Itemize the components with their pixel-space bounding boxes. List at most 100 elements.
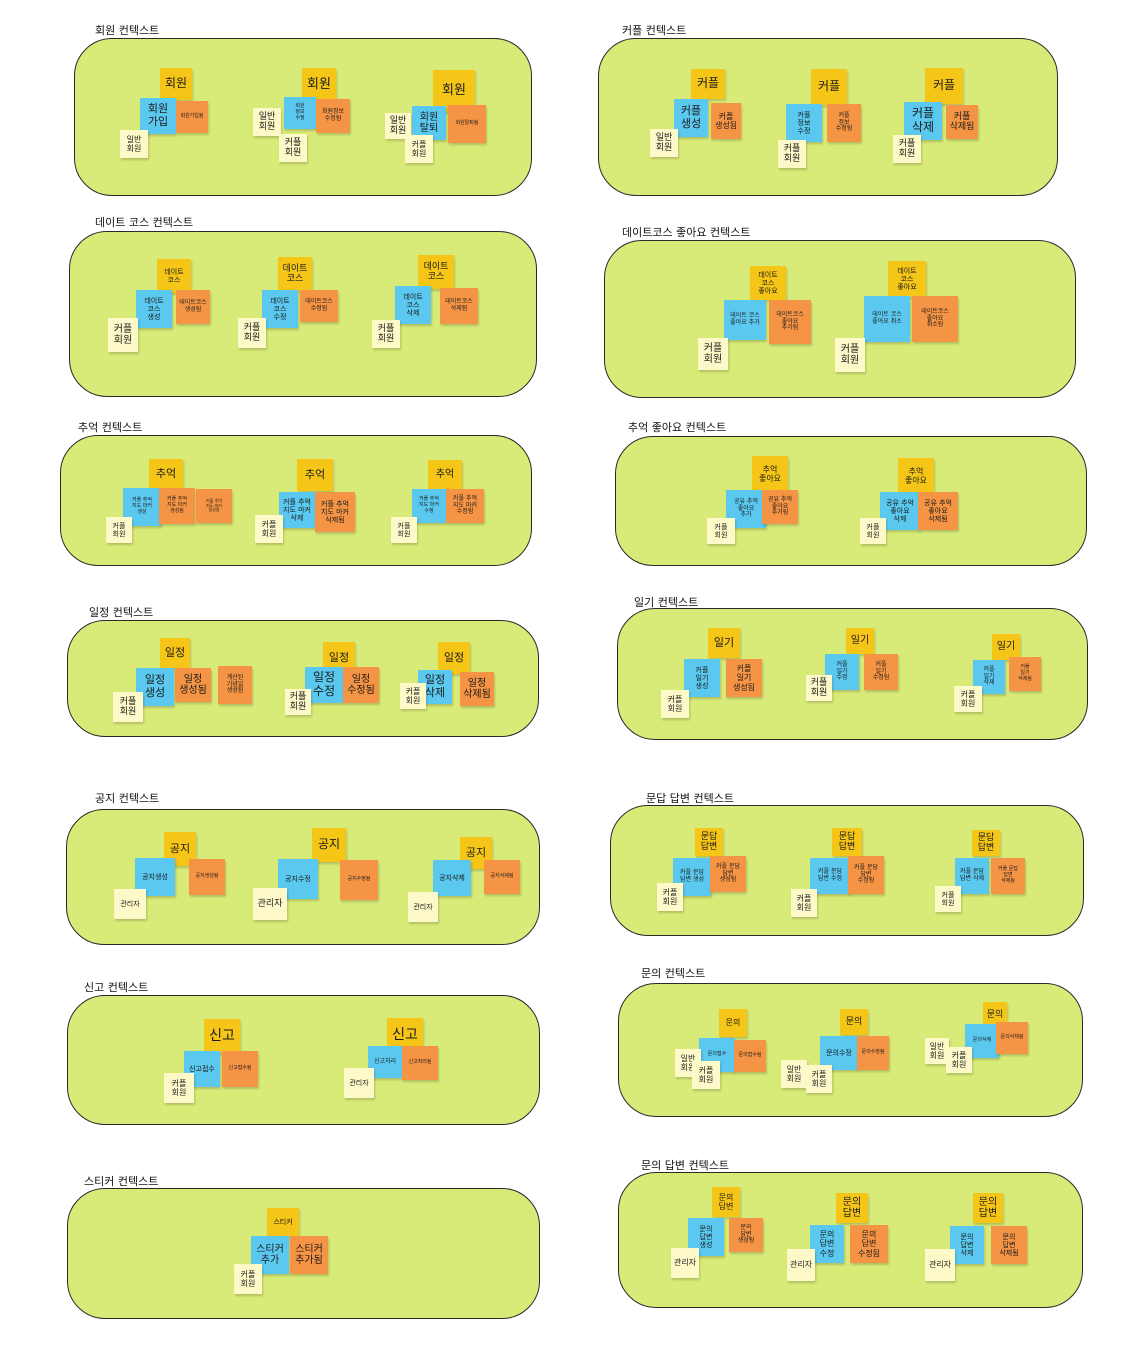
command-note[interactable]: 데이트 코스 수정 (262, 290, 298, 328)
actor-note[interactable]: 커플 회원 (698, 338, 728, 370)
actor-note[interactable]: 커플 회원 (285, 689, 311, 715)
event-note[interactable]: 커플 정보 수정됨 (827, 104, 861, 142)
command-note[interactable]: 커플 추억 지도 마커 수정 (412, 489, 446, 523)
event-note[interactable]: 공유 추억 좋아요 추가됨 (762, 490, 798, 524)
aggregate-note[interactable]: 커플 (691, 69, 725, 99)
command-note[interactable]: 문의 답변 삭제 (950, 1226, 984, 1264)
actor-note[interactable]: 관리자 (671, 1248, 699, 1278)
event-note[interactable]: 신고접수됨 (222, 1051, 258, 1087)
event-note[interactable]: 공지삭제됨 (484, 860, 520, 894)
command-note[interactable]: 일정 수정 (305, 667, 343, 703)
actor-note[interactable]: 커플 회원 (405, 135, 433, 163)
command-note[interactable]: 공지삭제 (433, 860, 471, 896)
aggregate-note[interactable]: 신고 (204, 1019, 240, 1053)
aggregate-note[interactable]: 일기 (992, 634, 1020, 660)
actor-note[interactable]: 커플 회원 (108, 318, 138, 352)
event-note[interactable]: 일정 수정됨 (343, 667, 379, 703)
command-note[interactable]: 커플 정보 수정 (786, 104, 822, 142)
aggregate-note[interactable]: 문의 (719, 1009, 747, 1037)
command-note[interactable]: 문의 답변 수정 (810, 1225, 844, 1263)
event-note[interactable]: 공지생성됨 (189, 859, 225, 895)
event-note[interactable]: 문의접수됨 (734, 1040, 766, 1072)
event-note[interactable]: 커플 일기 삭제됨 (1009, 657, 1041, 691)
aggregate-note[interactable]: 추억 좋아요 (898, 458, 934, 494)
actor-note[interactable]: 관리자 (408, 892, 438, 922)
event-note[interactable]: 커플 추억 지도 마커 생성됨 (159, 488, 195, 524)
event-note[interactable]: 커플 문답 답변 삭제됨 (991, 858, 1025, 894)
aggregate-note[interactable]: 커플 (925, 68, 963, 104)
actor-note[interactable]: 커플 회원 (372, 320, 400, 348)
command-note[interactable]: 일정 생성 (136, 668, 174, 706)
actor-note[interactable]: 커플 회원 (791, 889, 817, 917)
event-note[interactable]: 문의 답변 삭제됨 (991, 1226, 1027, 1264)
aggregate-note[interactable]: 공지 (312, 828, 346, 862)
event-note[interactable]: 커플 추억 지도 마커 삭제됨 (315, 492, 355, 532)
actor-note[interactable]: 관리자 (253, 888, 287, 920)
aggregate-note[interactable]: 회원 (302, 68, 336, 102)
command-note[interactable]: 커플 삭제 (904, 102, 942, 140)
event-note[interactable]: 일정 생성됨 (175, 668, 211, 702)
actor-note[interactable]: 커플 회원 (113, 692, 143, 722)
actor-note[interactable]: 일반 회원 (650, 129, 678, 157)
event-note[interactable]: 데이트코스 생성됨 (176, 290, 210, 324)
event-note[interactable]: 데이트코스 좋아요 취소됨 (912, 296, 958, 342)
actor-note[interactable]: 커플 회원 (164, 1073, 194, 1103)
aggregate-note[interactable]: 데이트 코스 좋아요 (888, 261, 926, 297)
event-note[interactable]: 커플 삭제됨 (946, 105, 978, 139)
actor-note[interactable]: 일반 회원 (253, 108, 281, 136)
actor-note[interactable]: 커플 회원 (106, 517, 132, 543)
command-note[interactable]: 문의수정 (820, 1036, 858, 1070)
actor-note[interactable]: 관리자 (787, 1249, 815, 1281)
event-note[interactable]: 문의 답변 수정됨 (850, 1225, 888, 1263)
aggregate-note[interactable]: 일정 (438, 642, 470, 674)
event-note[interactable]: 커플 문답 답변 수정됨 (848, 856, 884, 894)
event-note[interactable]: 회원가입됨 (176, 101, 208, 133)
command-note[interactable]: 회원 가입 (140, 98, 176, 134)
actor-note[interactable]: 커플 회원 (806, 1065, 832, 1093)
event-note[interactable]: 데이트코스 수정됨 (300, 290, 338, 322)
aggregate-note[interactable]: 추억 좋아요 (752, 456, 788, 492)
actor-note[interactable]: 커플 회원 (707, 518, 735, 544)
event-note[interactable]: 커플 추억 지도 마커 생성됨 (196, 489, 232, 523)
aggregate-note[interactable]: 스티커 (267, 1208, 299, 1236)
actor-note[interactable]: 커플 회원 (657, 883, 683, 911)
command-note[interactable]: 커플 문답 답변 수정 (810, 858, 850, 894)
actor-note[interactable]: 커플 회원 (893, 135, 921, 163)
actor-note[interactable]: 커플 회원 (238, 318, 266, 348)
aggregate-note[interactable]: 데이트 코스 (418, 255, 454, 289)
aggregate-note[interactable]: 문답 답변 (695, 828, 723, 856)
event-note[interactable]: 데이트코스 좋아요 추가됨 (769, 300, 811, 344)
aggregate-note[interactable]: 문의 답변 (836, 1193, 868, 1223)
actor-note[interactable]: 관리자 (344, 1068, 374, 1098)
command-note[interactable]: 커플 일기 생성 (684, 659, 720, 697)
actor-note[interactable]: 커플 회원 (391, 517, 417, 543)
actor-note[interactable]: 커플 회원 (400, 683, 426, 709)
event-note[interactable]: 데이트코스 삭제됨 (440, 288, 478, 324)
aggregate-note[interactable]: 데이트 코스 좋아요 (750, 266, 786, 300)
command-note[interactable]: 데이트 코스 좋아요 취소 (864, 296, 910, 342)
actor-note[interactable]: 커플 회원 (692, 1061, 720, 1089)
aggregate-note[interactable]: 추억 (149, 459, 183, 489)
actor-note[interactable]: 커플 회원 (954, 686, 982, 712)
event-note[interactable]: 커플 추억 지도 마커 수정됨 (446, 489, 484, 523)
event-note[interactable]: 스티커 추가됨 (290, 1236, 328, 1274)
aggregate-note[interactable]: 문의 답변 (712, 1187, 740, 1217)
event-note[interactable]: 커플 생성됨 (711, 103, 741, 139)
event-note[interactable]: 커플 일기 생성됨 (726, 659, 762, 697)
actor-note[interactable]: 관리자 (114, 889, 146, 919)
aggregate-note[interactable]: 회원 (160, 68, 192, 100)
command-note[interactable]: 데이트 코스 삭제 (395, 286, 431, 324)
actor-note[interactable]: 일반 회원 (781, 1060, 807, 1088)
command-note[interactable]: 공지수정 (278, 859, 318, 899)
event-note[interactable]: 커플 일기 수정됨 (864, 654, 898, 690)
actor-note[interactable]: 커플 회원 (279, 134, 307, 162)
event-note[interactable]: 커플 문답 답변 생성됨 (710, 856, 746, 892)
command-note[interactable]: 회원 탈퇴 (412, 106, 446, 140)
actor-note[interactable]: 일반 회원 (385, 113, 411, 139)
command-note[interactable]: 커플 생성 (674, 99, 708, 137)
aggregate-note[interactable]: 문의 (840, 1009, 868, 1035)
actor-note[interactable]: 커플 회원 (946, 1047, 972, 1073)
actor-note[interactable]: 커플 회원 (935, 886, 961, 912)
event-note[interactable]: 회원정보 수정됨 (316, 99, 350, 133)
event-note[interactable]: 신고처리됨 (402, 1046, 438, 1080)
